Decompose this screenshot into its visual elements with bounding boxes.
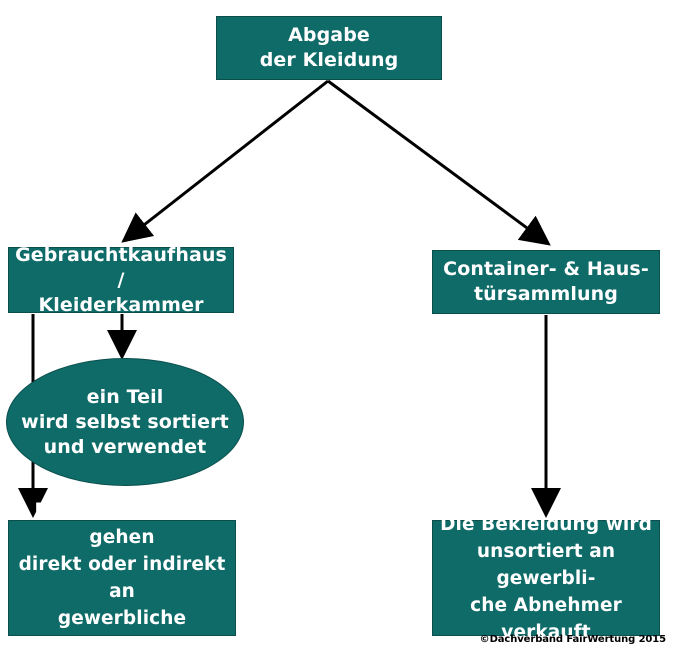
arrow-abgabe-to-container	[327, 79, 551, 246]
node-container-label: Container- & Haus-türsammlung	[443, 258, 649, 305]
node-kaufhaus-label: Gebrauchtkaufhaus /Kleiderkammer	[15, 243, 227, 316]
node-gebrauchtkaufhaus: Gebrauchtkaufhaus /Kleiderkammer	[8, 244, 234, 316]
node-container-haussammlung: Container- & Haus-türsammlung	[432, 250, 660, 314]
arrow-abgabe-to-kaufhaus	[121, 79, 329, 243]
copyright-credit: ©Dachverband FairWertung 2015	[479, 634, 666, 645]
